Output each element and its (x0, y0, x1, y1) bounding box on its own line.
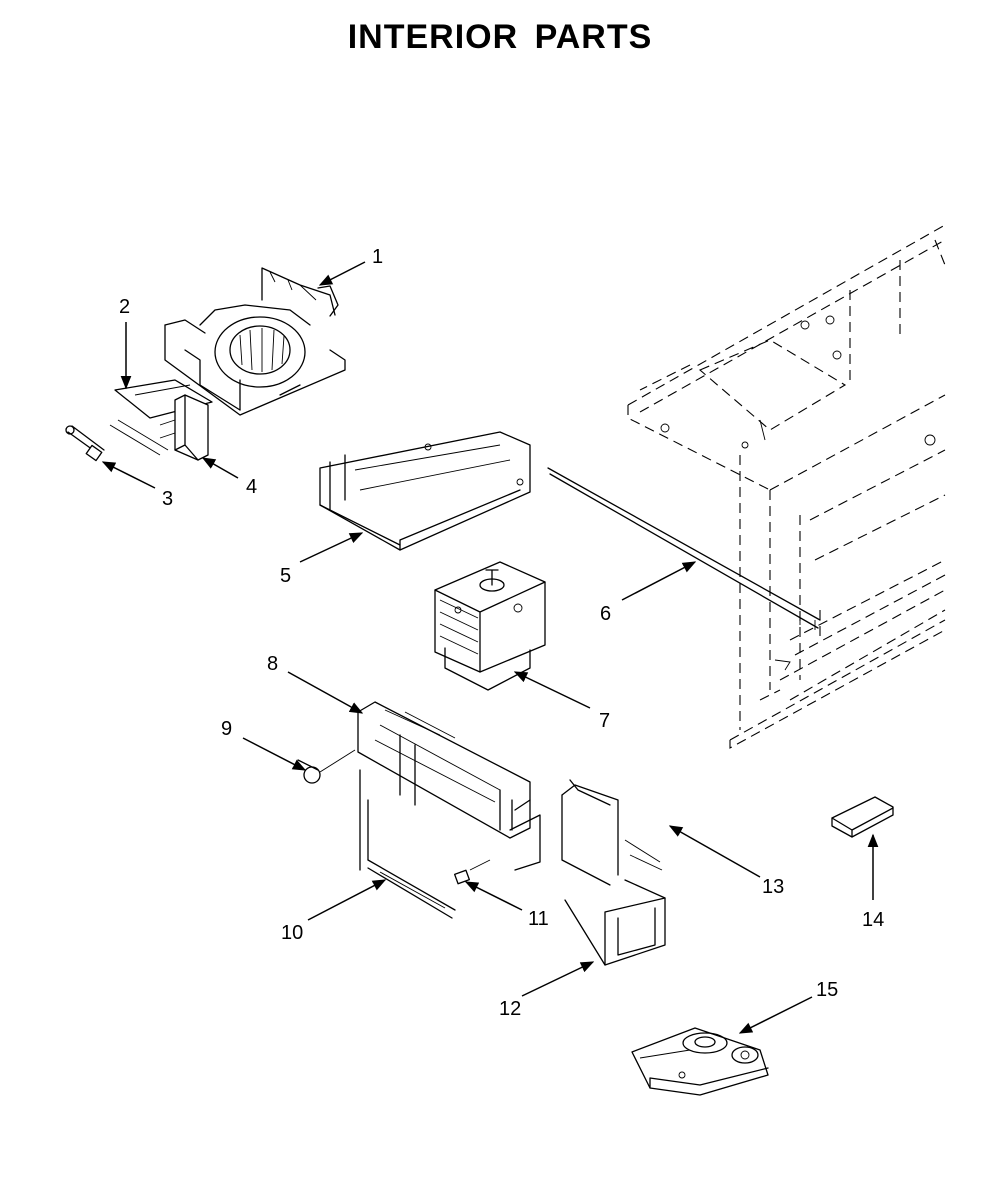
arrow-8 (287, 671, 364, 714)
part-14-block (831, 796, 894, 838)
callout-15: 15 (816, 979, 838, 1001)
callout-labels: 1 2 3 4 5 6 7 8 9 10 11 12 13 14 15 (119, 246, 884, 1020)
part-15-motor-plate (631, 1027, 769, 1096)
part-12-duct (561, 779, 666, 966)
callout-13: 13 (762, 876, 784, 898)
callout-9: 9 (221, 718, 232, 740)
part-7-magnetron (434, 561, 546, 691)
callout-6: 6 (600, 603, 611, 625)
arrow-11 (464, 881, 523, 911)
arrow-5 (299, 532, 364, 563)
part-5-cover-plate (319, 431, 531, 551)
callout-2: 2 (119, 296, 130, 318)
part-3-sensor (65, 419, 169, 462)
diagram-title: INTERIOR PARTS (347, 18, 653, 56)
arrow-10 (307, 879, 387, 921)
arrow-4 (201, 457, 239, 479)
arrow-12 (521, 961, 595, 997)
arrow-1 (318, 261, 366, 286)
arrow-15 (738, 996, 813, 1034)
callout-14: 14 (862, 909, 884, 931)
part-10-tube (367, 859, 456, 919)
callout-5: 5 (280, 565, 291, 587)
oven-cavity-outline (627, 224, 946, 749)
callout-arrows (101, 261, 879, 1034)
arrow-7 (513, 671, 591, 709)
callout-8: 8 (267, 653, 278, 675)
arrow-9 (242, 737, 307, 771)
part-6-rod (547, 467, 821, 630)
part-1-blower-assembly (164, 267, 346, 416)
part-2-bracket (114, 379, 213, 419)
arrow-13 (668, 825, 761, 878)
callout-10: 10 (281, 922, 303, 944)
callout-4: 4 (246, 476, 257, 498)
arrow-3 (101, 461, 156, 489)
arrow-6 (621, 561, 697, 601)
callout-11: 11 (528, 908, 549, 930)
part-11-clip (454, 859, 491, 885)
part-9-screw (297, 749, 356, 784)
callout-1: 1 (372, 246, 383, 268)
callout-3: 3 (162, 488, 173, 510)
part-4-capacitor (159, 394, 209, 461)
callout-12: 12 (499, 998, 521, 1020)
callout-7: 7 (599, 710, 610, 732)
part-8-transformer (357, 701, 541, 871)
